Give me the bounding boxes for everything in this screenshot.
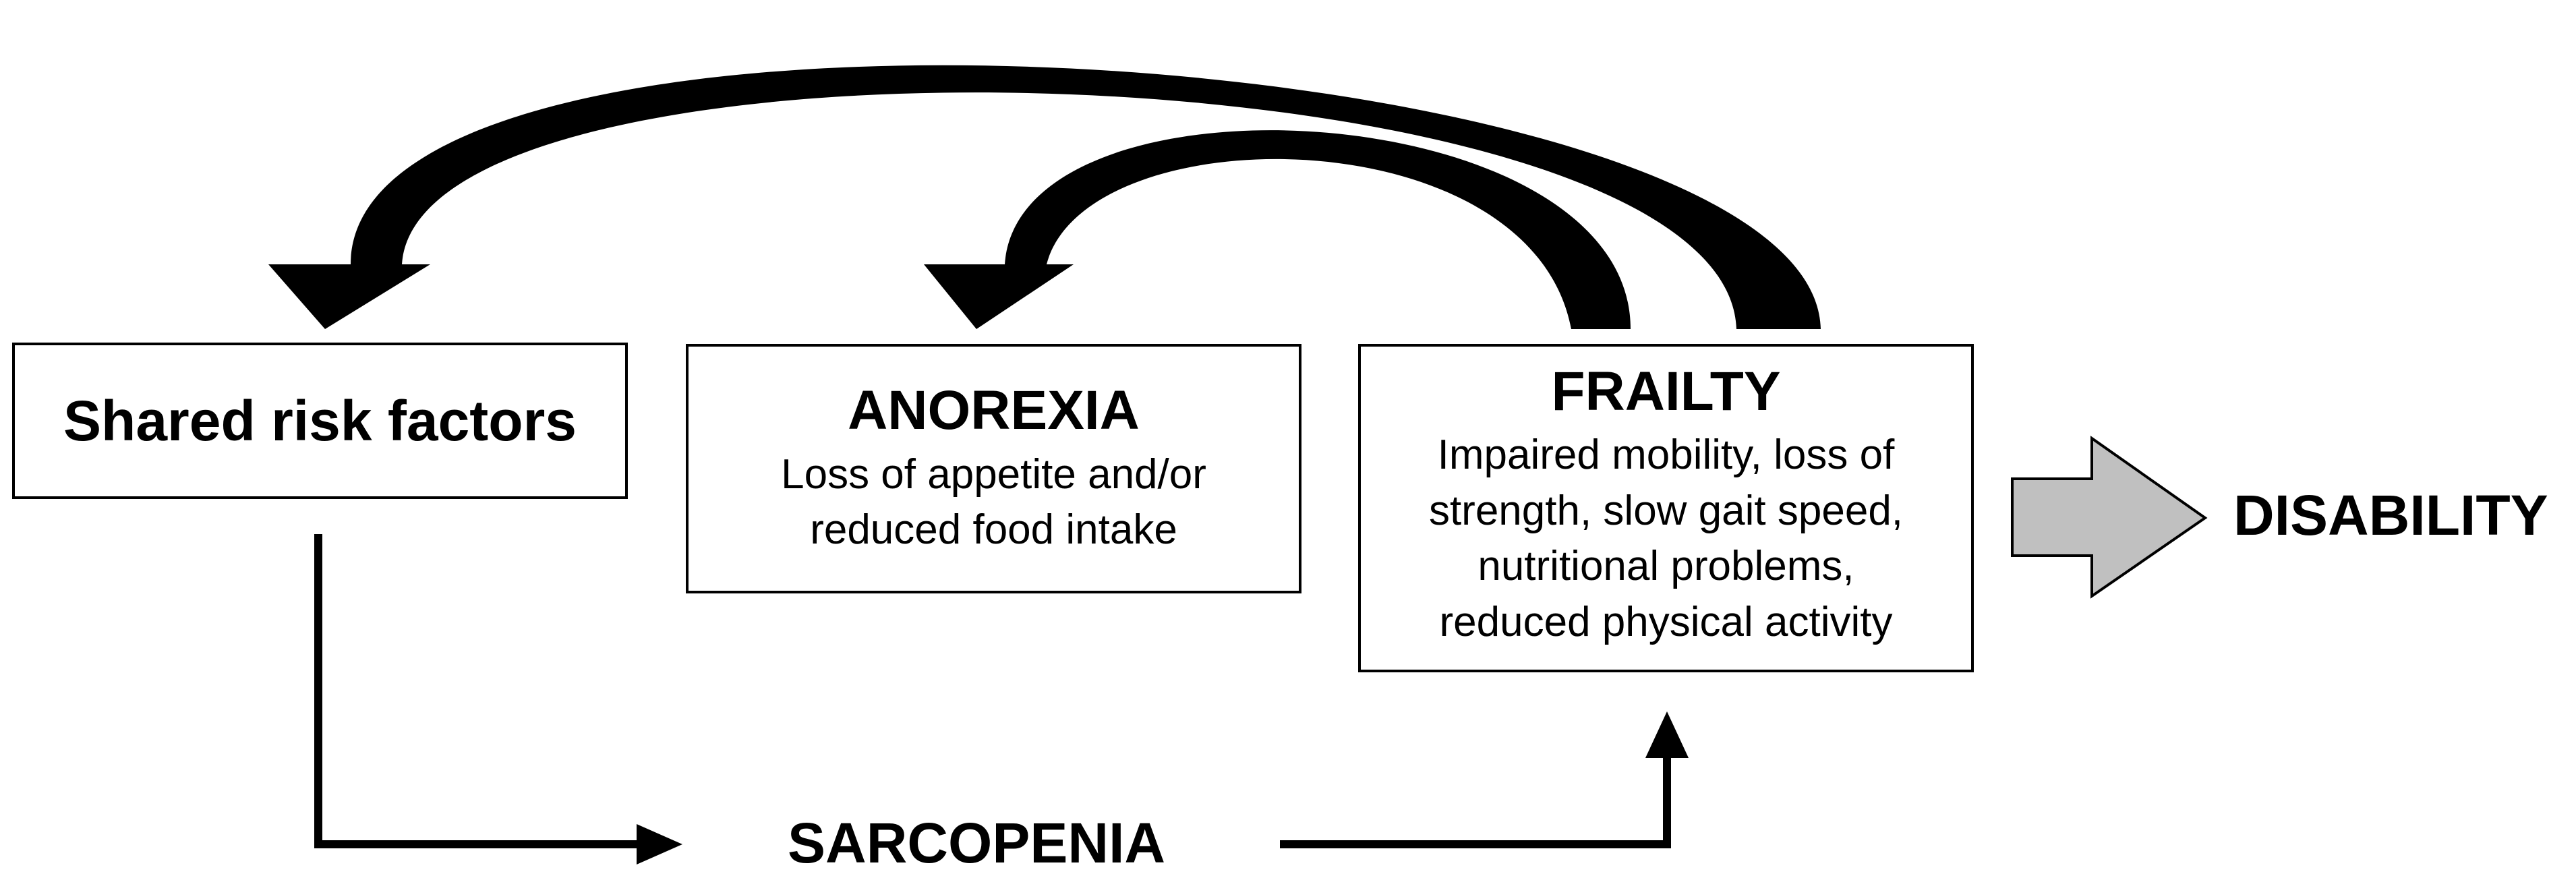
feedback-arrow-frailty-to-anorexia [924, 130, 1631, 329]
connector-shared-to-sarcopenia [314, 534, 641, 848]
frailty-description-line: strength, slow gait speed, [1428, 487, 1904, 534]
frailty-description: Impaired mobility, loss of strength, slo… [1429, 428, 1903, 650]
arrowhead-to-sarcopenia [637, 824, 682, 865]
frailty-box: FRAILTY Impaired mobility, loss of stren… [1358, 344, 1974, 672]
shared-risk-factors-box: Shared risk factors [12, 343, 628, 499]
frailty-description-line: Impaired mobility, loss of [1437, 432, 1895, 479]
frailty-title: FRAILTY [1551, 361, 1781, 422]
disability-label: DISABILITY [2233, 484, 2548, 547]
frailty-description-line: nutritional problems, [1477, 543, 1854, 590]
feedback-arrow-frailty-to-shared-risk-factors [268, 65, 1821, 329]
anorexia-description-line: reduced food intake [810, 506, 1177, 554]
shared-risk-factors-title: Shared risk factors [63, 388, 577, 452]
frailty-description-line: reduced physical activity [1439, 598, 1893, 645]
arrowhead-to-frailty [1645, 711, 1689, 758]
anorexia-description-line: Loss of appetite and/or [781, 450, 1206, 498]
block-arrow-frailty-to-disability [2011, 436, 2208, 599]
anorexia-box: ANOREXIA Loss of appetite and/or reduced… [686, 344, 1301, 593]
anorexia-description: Loss of appetite and/or reduced food int… [781, 447, 1206, 558]
sarcopenia-label: SARCOPENIA [788, 811, 1166, 875]
connector-sarcopenia-to-frailty [1280, 754, 1671, 848]
anorexia-title: ANOREXIA [848, 380, 1140, 442]
